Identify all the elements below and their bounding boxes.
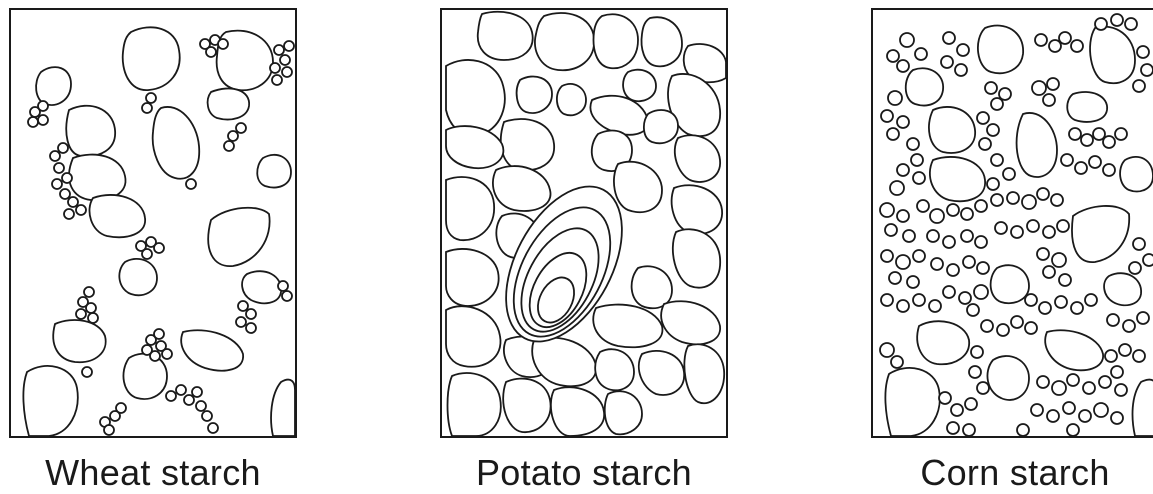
corn-starch-caption: Corn starch <box>871 452 1153 494</box>
wheat-starch-caption: Wheat starch <box>9 452 297 494</box>
corn-starch-granules <box>873 10 1153 436</box>
potato-starch-caption: Potato starch <box>440 452 728 494</box>
potato-starch-panel <box>440 8 728 438</box>
wheat-starch-granules <box>11 10 295 436</box>
corn-starch-panel <box>871 8 1153 438</box>
potato-starch-granules <box>442 10 726 436</box>
wheat-starch-panel <box>9 8 297 438</box>
